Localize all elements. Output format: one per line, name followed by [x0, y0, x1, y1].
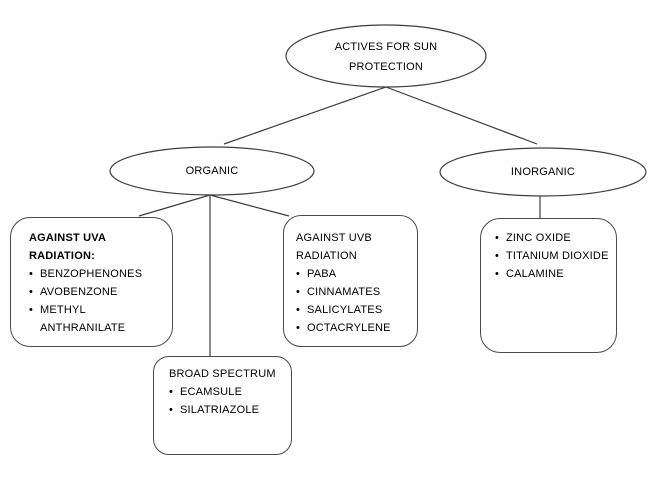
box-uvb-radiation: AGAINST UVB RADIATION PABA CINNAMATES SA… — [283, 215, 418, 347]
list-item: SALICYLATES — [296, 301, 412, 319]
list-item: TITANIUM DIOXIDE — [495, 247, 611, 265]
list-item: AVOBENZONE — [29, 283, 165, 301]
box-inorganic-actives: ZINC OXIDE TITANIUM DIOXIDE CALAMINE — [480, 218, 617, 353]
root-ellipse — [285, 24, 487, 88]
box-uva-radiation: AGAINST UVA RADIATION: BENZOPHENONES AVO… — [10, 217, 173, 347]
box-heading: AGAINST UVA RADIATION: — [29, 232, 106, 262]
connector-organic-uva — [138, 194, 211, 217]
list-item: SILATRIAZOLE — [169, 401, 286, 419]
box-heading: BROAD SPECTRUM — [169, 368, 276, 380]
list-item: PABA — [296, 265, 412, 283]
box-heading: AGAINST UVB RADIATION — [296, 232, 372, 262]
connector-organic-uvb — [209, 194, 290, 217]
organic-node-label-text: ORGANIC — [185, 165, 239, 177]
list-item: BENZOPHENONES — [29, 265, 165, 283]
list-item: ECAMSULE — [169, 383, 286, 401]
list-item: CALAMINE — [495, 265, 611, 283]
connector-root-organic — [223, 86, 387, 145]
bullet-list: ZINC OXIDE TITANIUM DIOXIDE CALAMINE — [495, 229, 611, 283]
inorganic-node-label: INORGANIC — [440, 149, 646, 195]
list-item: OCTACRYLENE — [296, 319, 412, 337]
bullet-list: BENZOPHENONES AVOBENZONE METHYL ANTHRANI… — [29, 265, 165, 337]
inorganic-node-label-text: INORGANIC — [510, 166, 576, 178]
organic-ellipse — [109, 146, 315, 196]
connector-root-inorganic — [385, 86, 538, 145]
bullet-list: PABA CINNAMATES SALICYLATES OCTACRYLENE — [296, 265, 412, 337]
list-item: CINNAMATES — [296, 283, 412, 301]
list-item: ZINC OXIDE — [495, 229, 611, 247]
root-node-label-text: ACTIVES FOR SUN PROTECTION — [334, 40, 438, 73]
organic-node-label: ORGANIC — [110, 148, 314, 194]
bullet-list: ECAMSULE SILATRIAZOLE — [169, 383, 286, 419]
list-item: METHYL ANTHRANILATE — [29, 301, 165, 337]
root-node-label: ACTIVES FOR SUN PROTECTION — [286, 26, 486, 87]
box-broad-spectrum: BROAD SPECTRUM ECAMSULE SILATRIAZOLE — [153, 356, 292, 455]
inorganic-ellipse — [439, 147, 647, 197]
